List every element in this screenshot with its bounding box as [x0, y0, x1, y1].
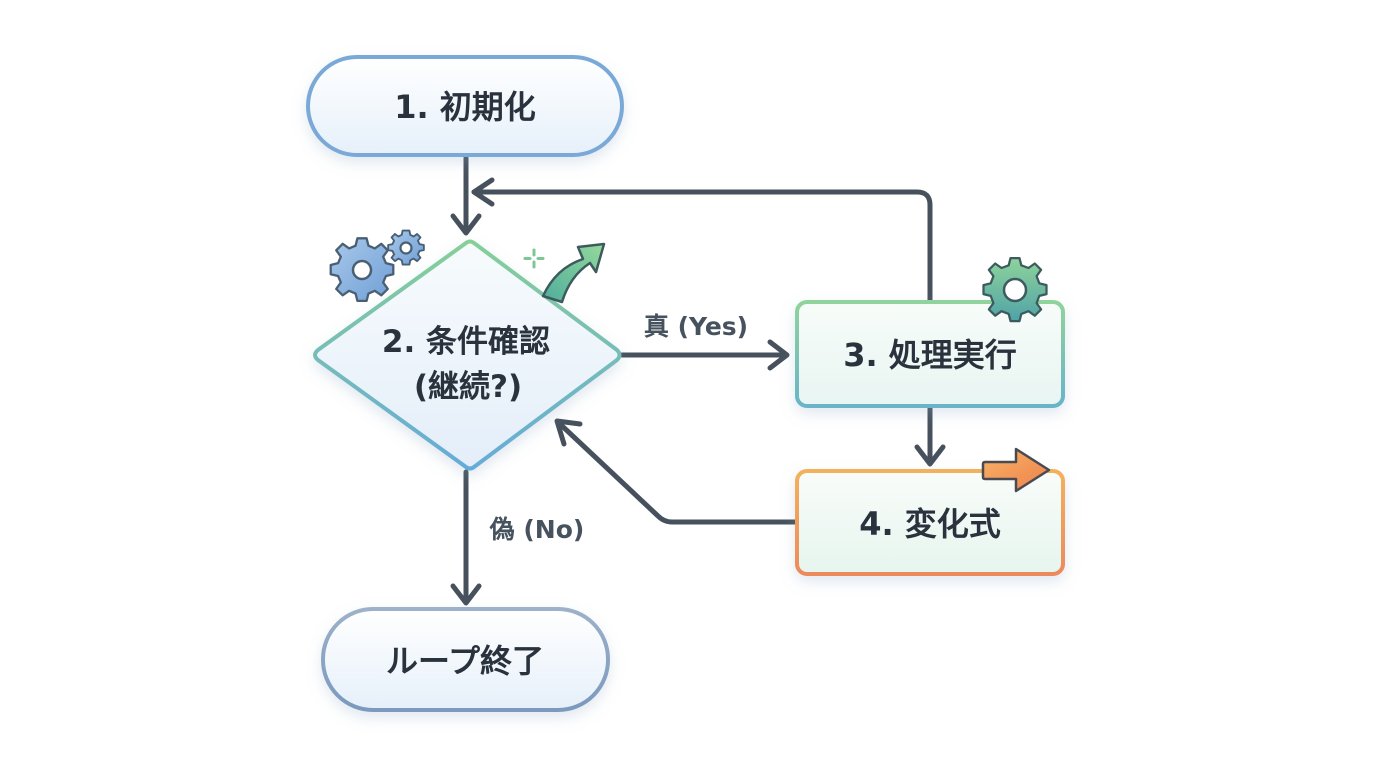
node-update-label: 4. 変化式 [859, 505, 1001, 543]
node-init[interactable] [306, 55, 624, 157]
right-arrow-icon [981, 447, 1051, 493]
edge-label-no: 偽 (No) [489, 515, 585, 544]
node-process-label: 3. 処理実行 [843, 336, 1017, 374]
node-end[interactable] [321, 607, 610, 712]
node-process[interactable] [795, 300, 1065, 408]
arrowhead-right [767, 339, 790, 371]
arrowhead-down [450, 213, 482, 236]
sparkle-icon [523, 248, 545, 269]
edge-process-loopback [471, 189, 933, 303]
connectors [450, 155, 946, 606]
edge-label-yes: 真 (Yes) [644, 312, 748, 341]
arrowhead-up-left [554, 418, 583, 447]
arrowhead-left [471, 177, 495, 207]
node-condition[interactable] [313, 239, 622, 471]
gear-icon [982, 256, 1048, 323]
arrowhead-down [914, 444, 946, 467]
node-condition-label-line1: 2. 条件確認 [382, 324, 550, 360]
curved-arrow-icon [541, 242, 606, 304]
gear-icon [387, 229, 425, 266]
node-update[interactable] [795, 469, 1065, 576]
gear-icon [329, 237, 395, 303]
edge-update-to-condition [557, 421, 799, 525]
node-condition-label-line2: (継続?) [414, 369, 522, 405]
node-init-label: 1. 初期化 [394, 88, 536, 126]
node-end-label: ループ終了 [386, 642, 544, 680]
arrowhead-down [450, 583, 482, 606]
